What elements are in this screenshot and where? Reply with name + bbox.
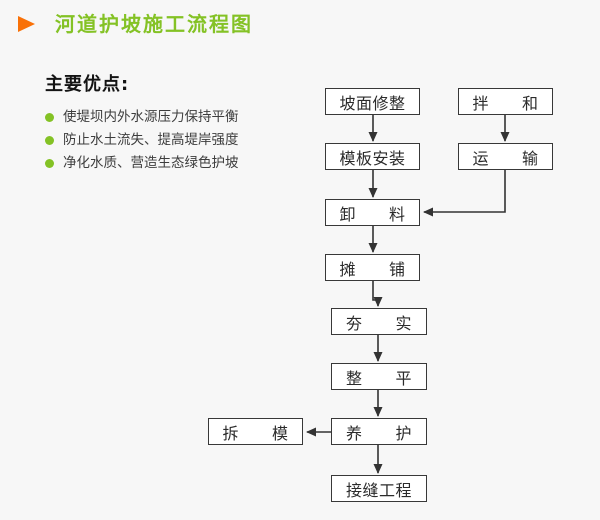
flow-node-unloading: 卸 料 [325,199,420,226]
flow-edge-spreading-to-compacting [372,281,383,307]
flow-node-compacting: 夯 实 [331,308,427,335]
list-item: 使堤坝内外水源压力保持平衡 [45,106,305,129]
flow-node-leveling: 整 平 [331,363,427,390]
flow-node-transport: 运 输 [458,143,553,170]
title-bar: 河道护坡施工流程图 [18,14,253,34]
flow-edge-transport-to-unloading [423,170,506,217]
flow-node-formwork-removal: 拆 模 [208,418,303,445]
list-item: 防止水土流失、提高堤岸强度 [45,129,305,152]
advantages-list: 使堤坝内外水源压力保持平衡 防止水土流失、提高堤岸强度 净化水质、营造生态绿色护… [45,106,305,175]
bullet-dot-icon [45,113,54,122]
flow-node-slope-trim: 坡面修整 [325,88,420,115]
advantages-heading: 主要优点: [45,74,130,95]
orange-triangle-icon [18,16,35,32]
flow-edges [306,115,510,474]
advantage-text: 净化水质、营造生态绿色护坡 [63,155,239,171]
flow-node-spreading: 摊 铺 [325,254,420,281]
advantages-section: 主要优点: 使堤坝内外水源压力保持平衡 防止水土流失、提高堤岸强度 净化水质、营… [45,70,305,175]
bullet-dot-icon [45,159,54,168]
advantage-text: 使堤坝内外水源压力保持平衡 [63,109,239,125]
list-item: 净化水质、营造生态绿色护坡 [45,152,305,175]
flow-node-joint-works: 接缝工程 [331,475,427,502]
advantage-text: 防止水土流失、提高堤岸强度 [63,132,239,148]
flow-node-formwork-install: 模板安装 [325,143,420,170]
bullet-dot-icon [45,136,54,145]
flow-node-curing: 养 护 [331,418,427,445]
flow-node-mixing: 拌 和 [458,88,553,115]
page-title: 河道护坡施工流程图 [55,12,253,36]
